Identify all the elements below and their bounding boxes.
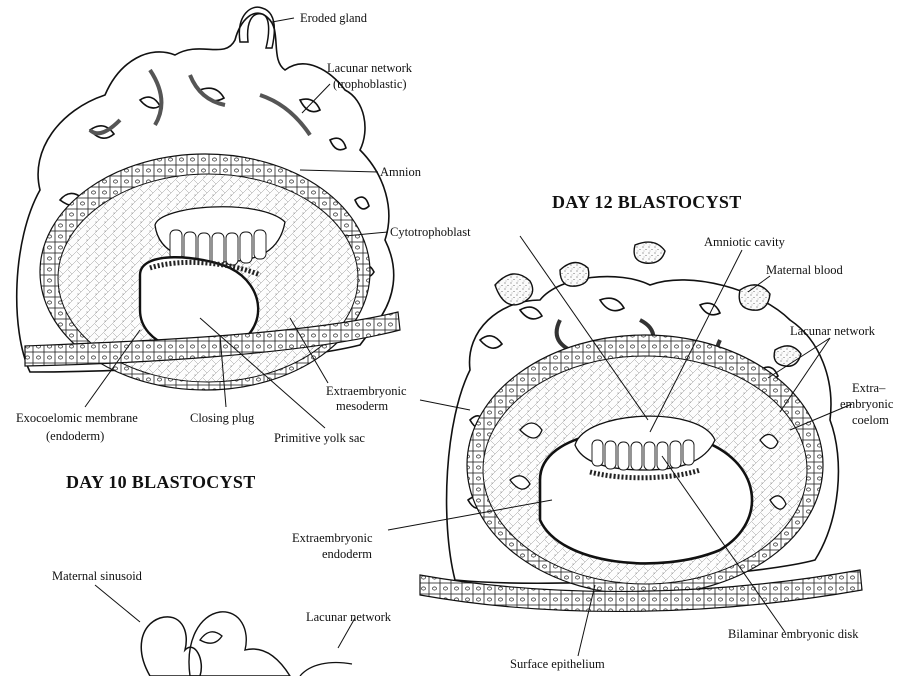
label-extraembryonic-mesoderm-1: Extraembryonic (326, 384, 407, 398)
title-day10: DAY 10 BLASTOCYST (66, 472, 256, 492)
label-closing-plug: Closing plug (190, 411, 255, 425)
label-lacunar-network-right: Lacunar network (790, 324, 876, 338)
label-maternal-blood: Maternal blood (766, 263, 843, 277)
label-exocoelomic-membrane-2: (endoderm) (46, 429, 104, 443)
label-eroded-gland: Eroded gland (300, 11, 368, 25)
label-lacunar-network-tropho-1: Lacunar network (327, 61, 413, 75)
label-extra-embryonic-coelom-1: Extra– (852, 381, 886, 395)
label-exocoelomic-membrane-1: Exocoelomic membrane (16, 411, 138, 425)
label-bilaminar-embryonic-disk: Bilaminar embryonic disk (728, 627, 859, 641)
label-extraembryonic-mesoderm-2: mesoderm (336, 399, 388, 413)
day12-blastocyst-drawing (420, 242, 862, 611)
label-surface-epithelium: Surface epithelium (510, 657, 605, 671)
label-maternal-sinusoid: Maternal sinusoid (52, 569, 143, 583)
label-extraembryonic-endoderm-1: Extraembryonic (292, 531, 373, 545)
label-lacunar-network-bottom: Lacunar network (306, 610, 392, 624)
label-extraembryonic-endoderm-2: endoderm (322, 547, 372, 561)
label-cytotrophoblast: Cytotrophoblast (390, 225, 471, 239)
label-lacunar-network-tropho-2: (trophoblastic) (333, 77, 407, 91)
title-day12: DAY 12 BLASTOCYST (552, 192, 742, 212)
label-primitive-yolk-sac: Primitive yolk sac (274, 431, 365, 445)
label-extra-embryonic-coelom-3: coelom (852, 413, 889, 427)
label-extra-embryonic-coelom-2: embryonic (840, 397, 894, 411)
label-amniotic-cavity: Amniotic cavity (704, 235, 786, 249)
label-amnion: Amnion (380, 165, 422, 179)
